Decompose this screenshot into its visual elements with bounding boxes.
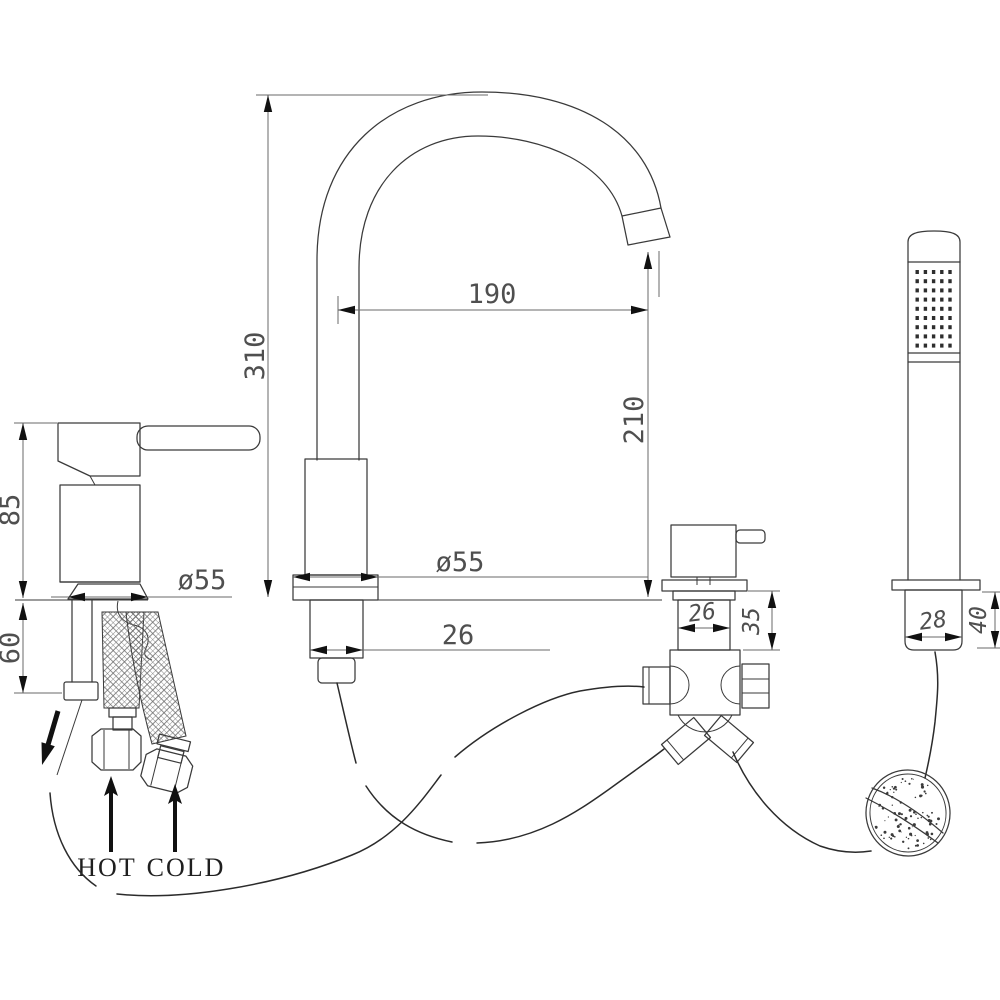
- shower-hose-long-sweep: [116, 774, 442, 897]
- dim-label-310: 310: [240, 332, 271, 381]
- spout-hose-segment-3: [476, 748, 665, 844]
- diverter-knob-lever: [735, 529, 766, 544]
- spout-outer-curve: [316, 91, 662, 461]
- diverter-outlet-left: [660, 716, 712, 766]
- dim-handle-shank-60: 60: [0, 603, 62, 694]
- cold-label: COLD: [147, 853, 226, 882]
- flexible-hoses: [49, 651, 939, 897]
- dim-label-spout-shank: 26: [442, 620, 475, 651]
- dim-label-85: 85: [0, 494, 26, 527]
- spout-hose-segment-2: [365, 785, 453, 843]
- spout-tip: [621, 207, 671, 246]
- shower-head-cap: [907, 230, 961, 263]
- cold-hose-hex-nut: [140, 748, 194, 794]
- dim-label-spout-dia: ø55: [436, 547, 485, 578]
- diverter-right-hex-port: [741, 663, 770, 709]
- dim-shower-shank-40: 40: [966, 591, 1000, 649]
- lever-valve: HOT COLD: [41, 422, 261, 882]
- ball-strap-edge-1: [871, 787, 944, 834]
- dim-label-div-26: 26: [687, 598, 718, 627]
- spout-hose-segment-1: [336, 682, 357, 764]
- dim-label-35: 35: [739, 607, 765, 636]
- hose-wand-to-ball: [924, 651, 939, 779]
- dim-label-190: 190: [468, 279, 517, 310]
- flow-direction-arrow-icon: [41, 710, 61, 765]
- dim-diverter-height-35: 35: [739, 590, 780, 651]
- diverter-left-boss-arc: [669, 665, 690, 705]
- diverter-valve: [642, 524, 770, 766]
- shower-hose-to-left-port: [454, 685, 645, 758]
- diverter-stem: [696, 577, 711, 585]
- hot-label: HOT: [77, 853, 136, 882]
- dim-spout-reach-190: 190: [337, 279, 648, 324]
- dim-spout-height-310: 310: [240, 94, 488, 597]
- dim-label-handle-dia: ø55: [178, 565, 227, 596]
- dim-label-210: 210: [619, 396, 650, 445]
- diverter-outlet-right: [703, 714, 755, 764]
- hose-end-arc: [49, 792, 97, 887]
- diverter-body: [669, 649, 741, 716]
- valve-body: [57, 422, 141, 477]
- cold-arrow-icon: [168, 784, 182, 852]
- valve-cartridge-body: [59, 484, 141, 583]
- valve-flange: [67, 583, 149, 600]
- diverter-right-boss-arc: [720, 665, 741, 705]
- dim-outlet-height-210: 210: [619, 251, 660, 597]
- dim-label-28: 28: [918, 606, 949, 635]
- dim-handle-base-dia-55: ø55: [51, 565, 232, 602]
- dim-spout-shank-26: 26: [310, 620, 550, 655]
- hose-diverter-to-ball: [732, 751, 872, 853]
- spout-shank-nut: [317, 657, 356, 684]
- cold-supply-hose: [125, 611, 194, 794]
- shower-shank: [904, 589, 963, 651]
- hot-hose-hex-nut: [91, 728, 142, 771]
- valve-lever-handle: [136, 425, 261, 451]
- diverter-left-port: [642, 666, 671, 705]
- spout-column: [304, 458, 368, 576]
- valve-pipe-nut: [63, 681, 99, 701]
- gooseneck-spout: [292, 91, 671, 684]
- diverter-flange: [661, 579, 748, 592]
- ball-stipple-texture: [874, 777, 940, 850]
- dim-handle-height-85: 85: [0, 422, 57, 598]
- hot-arrow-icon: [104, 776, 118, 852]
- diverter-knob: [670, 524, 737, 578]
- pipe-leader-line: [56, 699, 83, 776]
- spout-inner-curve: [358, 135, 623, 461]
- dim-label-60: 60: [0, 632, 26, 665]
- diverter-flange-tier: [672, 590, 736, 601]
- ball-strap-edge-2: [865, 797, 939, 844]
- spray-face-nozzles: [915, 270, 952, 348]
- dim-shower-shank-28: 28: [905, 606, 962, 642]
- valve-neck-line: [60, 475, 140, 486]
- dim-diverter-shank-26: 26: [678, 598, 730, 633]
- hand-shower: [891, 230, 981, 651]
- shower-flange: [891, 579, 981, 591]
- dim-label-40: 40: [966, 606, 992, 634]
- dim-spout-base-dia-55: ø55: [293, 547, 648, 582]
- hose-weight-ball: [865, 769, 951, 857]
